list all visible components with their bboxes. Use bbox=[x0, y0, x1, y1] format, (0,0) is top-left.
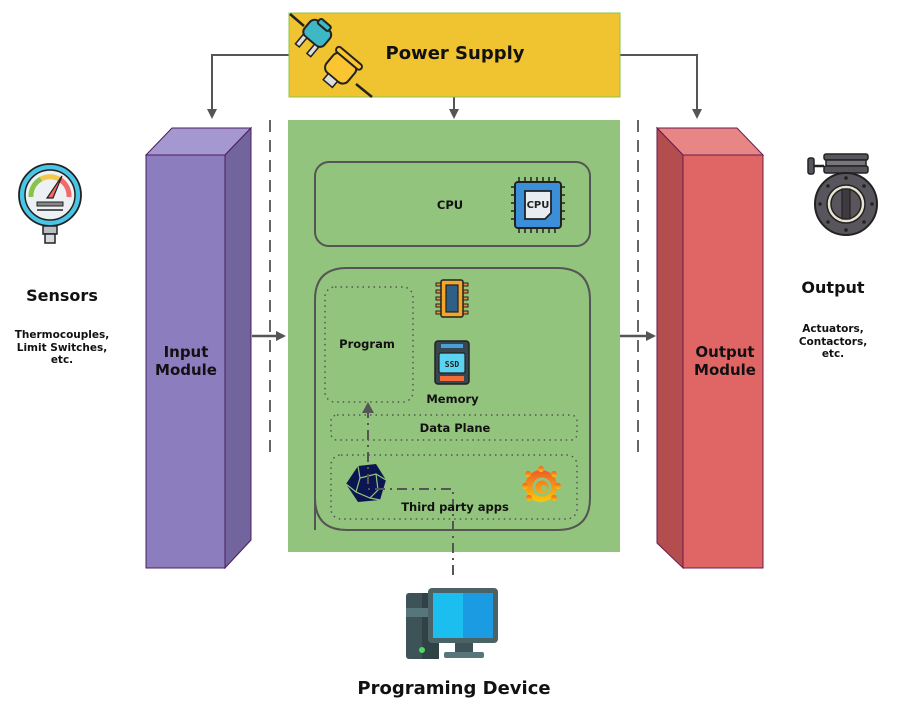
output-module-label-line: Module bbox=[694, 361, 756, 379]
pressure-gauge-icon bbox=[18, 163, 82, 244]
power-connectors bbox=[207, 54, 702, 119]
output-module-label-line: Output bbox=[695, 343, 755, 361]
cpu-chip-icon: CPU bbox=[511, 177, 565, 233]
desktop-computer-icon bbox=[406, 588, 498, 659]
program-arrowhead bbox=[362, 402, 374, 413]
output-subtitle-line: etc. bbox=[821, 348, 845, 361]
power-to-output-arrow bbox=[620, 54, 702, 119]
memory-label: Memory bbox=[426, 392, 479, 406]
output-title: Output bbox=[801, 278, 865, 297]
program-box bbox=[324, 286, 414, 403]
input-module-block bbox=[144, 126, 253, 570]
grafana-icon bbox=[522, 466, 561, 502]
programming-device-label: Programing Device bbox=[357, 678, 551, 699]
controller-panel bbox=[288, 120, 620, 552]
ram-chip-icon bbox=[435, 279, 469, 318]
cpu-chip-text: CPU bbox=[527, 200, 550, 211]
data-plane-box bbox=[330, 414, 578, 441]
sensors-subtitle: Thermocouples, Limit Switches, etc. bbox=[0, 329, 124, 367]
valve-icon bbox=[807, 153, 878, 236]
program-label: Program bbox=[339, 337, 395, 351]
sensors-title: Sensors bbox=[26, 286, 98, 305]
input-module-label-line: Module bbox=[155, 361, 217, 379]
cpu-box bbox=[314, 161, 591, 247]
output-subtitle-line: Contactors, bbox=[798, 335, 868, 348]
ssd-icon: SSD bbox=[434, 340, 470, 385]
input-module-label: Input Module bbox=[145, 343, 227, 379]
output-subtitle-line: Actuators, bbox=[802, 323, 864, 335]
output-subtitle: Actuators, Contactors, etc. bbox=[784, 323, 882, 361]
output-module-block bbox=[655, 126, 765, 570]
memory-box bbox=[314, 267, 591, 531]
power-to-input-arrow bbox=[207, 54, 289, 119]
ssd-text: SSD bbox=[445, 360, 460, 369]
input-module-label-line: Input bbox=[163, 343, 209, 361]
plug-icon bbox=[289, 13, 373, 98]
output-module-label: Output Module bbox=[686, 343, 764, 379]
cpu-label: CPU bbox=[436, 198, 464, 212]
sensors-subtitle-line: Limit Switches, bbox=[16, 341, 108, 354]
third-party-apps-label: Third party apps bbox=[401, 500, 509, 514]
data-plane-label: Data Plane bbox=[419, 421, 491, 435]
sensors-subtitle-line: etc. bbox=[50, 354, 74, 367]
sensors-subtitle-line: Thermocouples, bbox=[14, 329, 110, 341]
power-supply-label: Power Supply bbox=[385, 43, 525, 64]
